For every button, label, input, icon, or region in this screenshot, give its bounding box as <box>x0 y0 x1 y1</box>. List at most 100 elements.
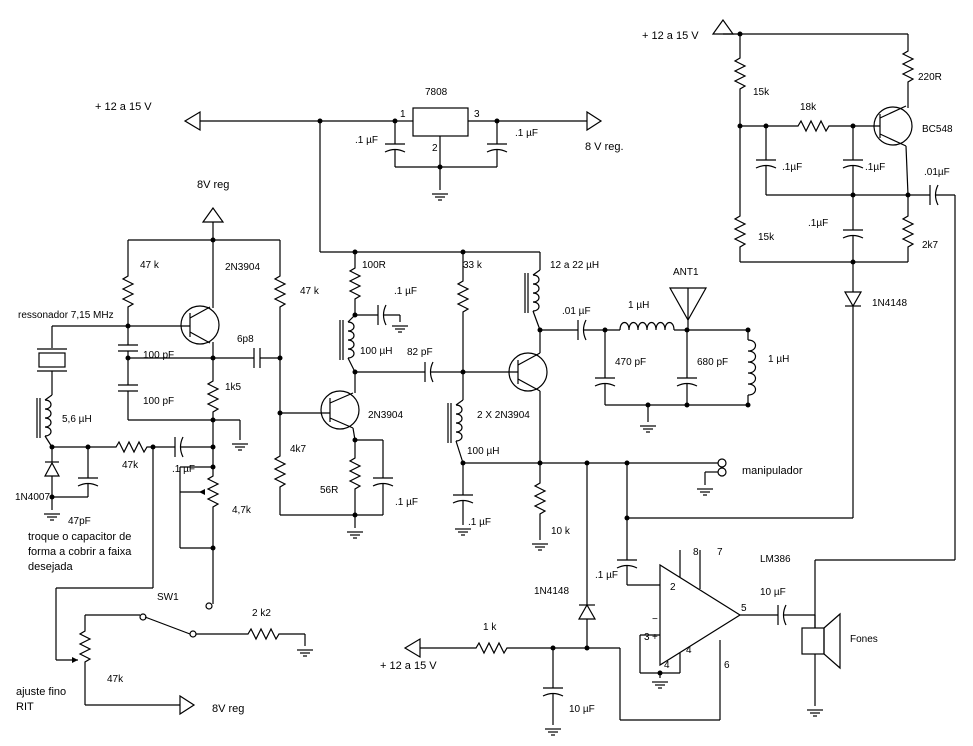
rit-switch-label: SW1 <box>157 592 179 603</box>
regulator-name: 7808 <box>425 87 448 98</box>
vfo-rbias1-label: 47 k <box>140 260 160 271</box>
audio-rsupply-label: 1 k <box>483 622 497 633</box>
lm386-pin5: 5 <box>741 603 747 614</box>
vfo-transistor <box>180 305 220 345</box>
vfo-ccouple-label: 6p8 <box>237 334 254 345</box>
rit-switch <box>144 616 191 635</box>
pa-remit-label: 10 k <box>551 526 571 537</box>
pa-lbase-label: 100 µH <box>467 446 499 457</box>
buffer-remit-label: 56R <box>320 485 338 496</box>
sidetone-diode-label: 1N4148 <box>872 298 907 309</box>
vfo-8v-label: 8V reg <box>197 179 229 191</box>
sidetone-diode <box>843 291 863 308</box>
audio-diode-label: 1N4148 <box>534 586 569 597</box>
vfo-note-line2: forma a cobrir a faixa <box>28 546 132 558</box>
lm386-minus: − <box>652 614 658 625</box>
vfo-rrit-label: 47k <box>122 460 139 471</box>
key-jack-top <box>717 458 727 468</box>
pa-cbase-label: .1 µF <box>468 517 491 528</box>
pa-section <box>447 252 727 551</box>
varicap-label: 1N4007 <box>15 492 50 503</box>
lm386-pin3: 3 <box>644 632 650 643</box>
phones-icon <box>801 627 825 655</box>
reg-cout-label: .1 µF <box>515 128 538 139</box>
buffer-transistor <box>320 390 360 430</box>
crystal-resonator <box>38 352 66 368</box>
lm386-pin8: 8 <box>693 547 699 558</box>
key-jack-bottom <box>717 467 727 477</box>
rit-label-line2: RIT <box>16 701 34 713</box>
key-label: manipulador <box>742 465 803 477</box>
buffer-section <box>280 252 466 515</box>
filter-c2-label: 680 pF <box>697 357 728 368</box>
supply-in-label: + 12 a 15 V <box>95 101 152 113</box>
vfo-note-line3: desejada <box>28 561 74 573</box>
rit-8v-terminal <box>179 694 196 716</box>
supply-in-terminal <box>183 110 201 132</box>
sidetone-cout-label: .01µF <box>924 167 950 178</box>
audio-section <box>403 463 841 736</box>
sidetone-remit-label: 2k7 <box>922 240 939 251</box>
sidetone-rcol-label: 220R <box>918 72 942 83</box>
vfo-remitter-label: 1k5 <box>225 382 242 393</box>
filter-cout-label: .01 µF <box>562 306 591 317</box>
pa-lcol-label: 12 a 22 µH <box>550 260 599 271</box>
varicap-diode <box>43 461 61 477</box>
sidetone-rfb-label: 18k <box>800 102 817 113</box>
pa-transistor-label: 2 X 2N3904 <box>477 410 530 421</box>
rit-section <box>55 447 314 716</box>
reg-pin2: 2 <box>432 143 438 154</box>
sidetone-transistor-label: BC548 <box>922 124 953 135</box>
supply-top-label: + 12 a 15 V <box>642 30 699 42</box>
lm386-amplifier <box>659 563 742 667</box>
lm386-pin4: 4 <box>686 645 692 656</box>
vfo-rbias2-label: 47 k <box>300 286 320 297</box>
vfo-pot-label: 4,7k <box>232 505 252 516</box>
rit-8v-label: 8V reg <box>212 703 244 715</box>
filter-c1-label: 470 pF <box>615 357 646 368</box>
supply-bottom-terminal <box>403 637 421 659</box>
sidetone-c3-label: .1µF <box>808 218 828 229</box>
audio-diode <box>577 603 597 620</box>
lm386-pin7: 7 <box>717 547 723 558</box>
lm386-pin6: 6 <box>724 660 730 671</box>
buffer-rcol-label: 100R <box>362 260 386 271</box>
buffer-ccouple-label: 82 pF <box>407 347 433 358</box>
buffer-rbase-label: 4k7 <box>290 444 307 455</box>
audio-cout-label: 10 µF <box>760 587 786 598</box>
sidetone-r2-label: 15k <box>758 232 775 243</box>
reg-pin3: 3 <box>474 109 480 120</box>
filter-inductor-2 <box>747 339 757 396</box>
filter-section <box>540 287 757 433</box>
vfo-transistor-label: 2N3904 <box>225 262 260 273</box>
buffer-cemit-label: .1 µF <box>395 497 418 508</box>
audio-csupply-label: 10 µF <box>569 704 595 715</box>
filter-inductor-1 <box>619 321 675 331</box>
phones-label: Fones <box>850 634 878 645</box>
sidetone-section <box>627 18 956 628</box>
reg-out-label: 8 V reg. <box>585 141 624 153</box>
7808-regulator <box>412 107 469 137</box>
vfo-crit-label: .1 µF <box>172 464 195 475</box>
sidetone-c2-label: .1µF <box>865 162 885 173</box>
resonator-label: ressonador 7,15 MHz <box>18 310 114 321</box>
vfo-section <box>36 206 383 610</box>
buffer-lcol-label: 100 µH <box>360 346 392 357</box>
pa-transistor <box>508 352 548 392</box>
vfo-8v-terminal <box>201 206 225 223</box>
8v-reg-terminal <box>586 110 603 132</box>
vfo-inductor-label: 5,6 µH <box>62 414 92 425</box>
supply-bottom-label: + 12 a 15 V <box>380 660 437 672</box>
lm386-pin4a: 4 <box>664 660 670 671</box>
filter-l2-label: 1 µH <box>768 354 789 365</box>
rit-pot-label: 47k <box>107 674 124 685</box>
buffer-transistor-label: 2N3904 <box>368 410 403 421</box>
antenna-label: ANT1 <box>673 267 699 278</box>
reg-cin-label: .1 µF <box>355 135 378 146</box>
sidetone-r1-label: 15k <box>753 87 770 98</box>
lm386-plus: + <box>652 632 658 643</box>
vfo-cfb2-label: 100 pF <box>143 396 174 407</box>
sidetone-c1-label: .1µF <box>782 162 802 173</box>
rit-label-line1: ajuste fino <box>16 686 66 698</box>
